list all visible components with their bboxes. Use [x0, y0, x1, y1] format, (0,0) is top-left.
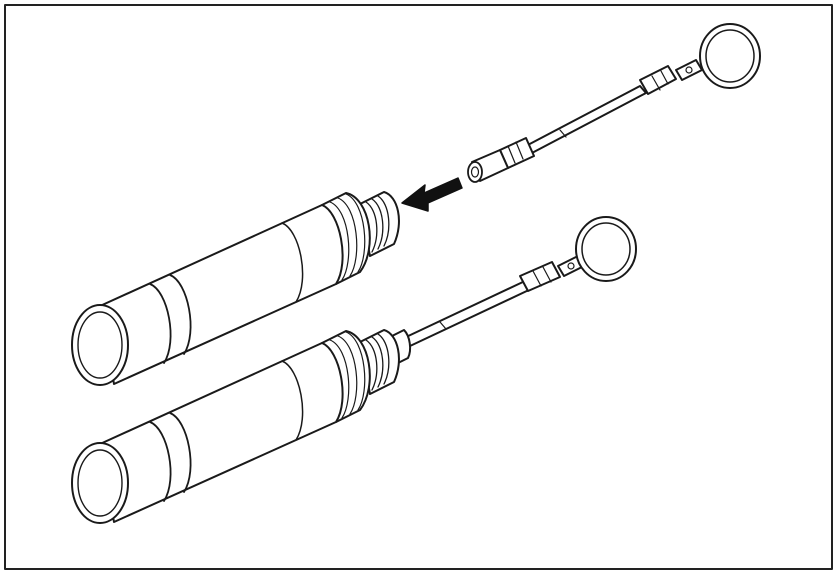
insert-direction-arrow — [401, 177, 463, 212]
inspection-mirror-icon — [699, 23, 761, 89]
rod-joint — [639, 65, 677, 95]
flashlight-handle-icon — [71, 304, 129, 386]
separated-assembly — [71, 23, 761, 386]
rod — [523, 85, 647, 155]
assembled-assembly — [71, 216, 637, 524]
assembled-mirror-icon — [575, 216, 637, 282]
assembled-rod — [403, 280, 532, 347]
handle-body — [99, 204, 344, 385]
body-band — [281, 222, 304, 303]
flashlight-end-cap-icon — [71, 442, 129, 524]
diagram-frame — [4, 4, 833, 570]
flashlight-handle-top — [71, 191, 400, 386]
flashlight-handle-bottom — [71, 329, 412, 524]
mirror-probe-detached — [467, 23, 761, 183]
assembled-rod-joint — [519, 261, 561, 292]
